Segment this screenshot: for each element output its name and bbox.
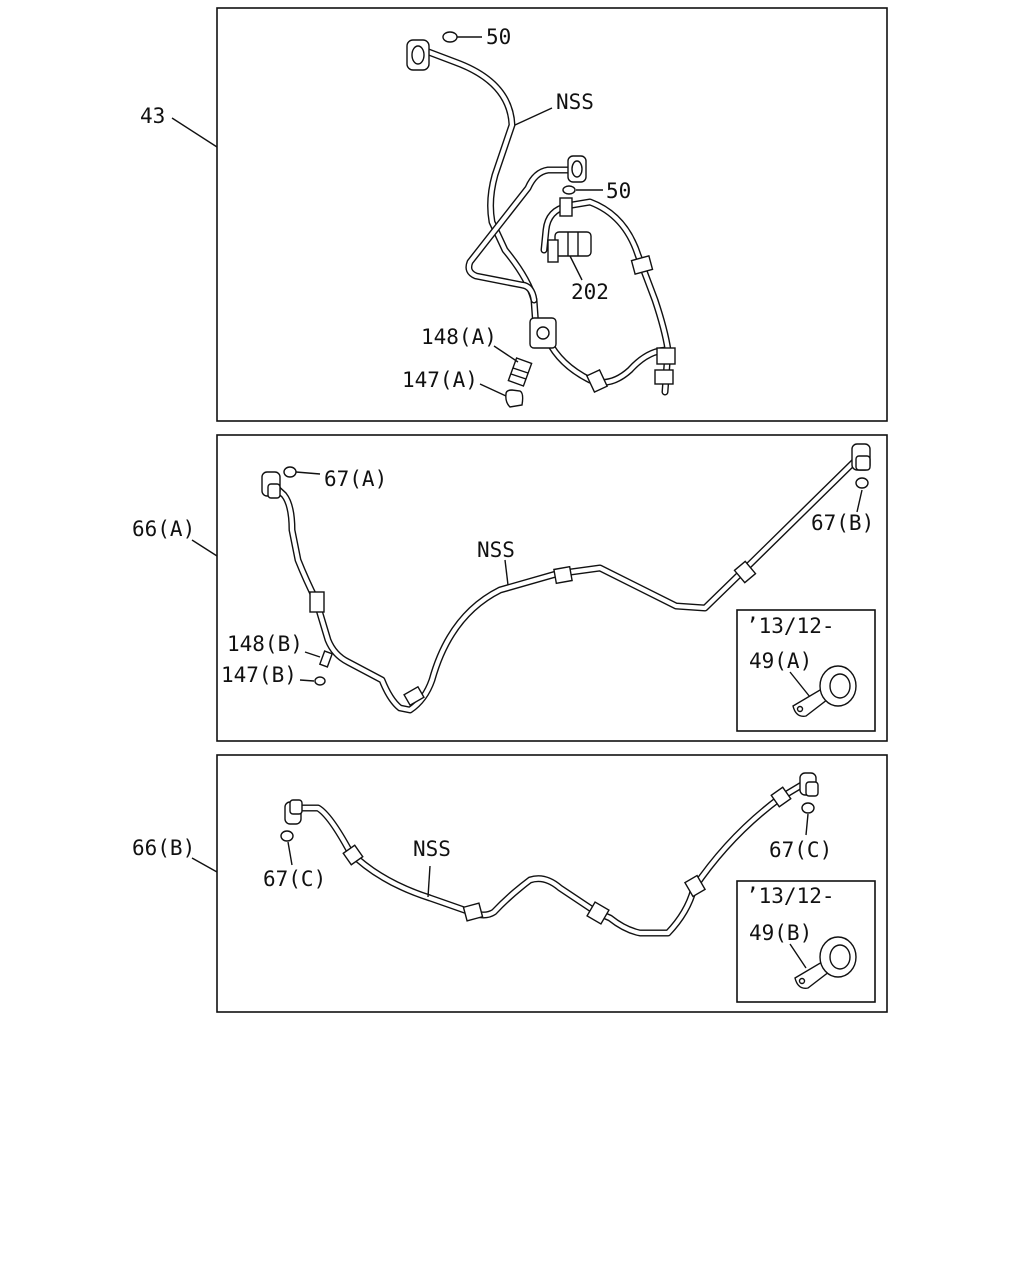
pressure-switch xyxy=(547,231,592,263)
fitting-66a-left xyxy=(261,471,281,499)
o-ring-67c-right xyxy=(801,802,815,814)
fitting-66b-right xyxy=(799,772,819,797)
clamp-49b xyxy=(794,936,857,989)
inset-66b: ’13/12- 49(B) xyxy=(736,880,876,1003)
fitting-66a-right xyxy=(851,443,871,471)
panel-66a: 66(A) 67(A) 67(B) NSS 1 xyxy=(132,434,888,742)
label-cap-b: 147(B) xyxy=(221,663,297,687)
inset-66b-part-label: 49(B) xyxy=(749,921,812,945)
o-ring-67b xyxy=(855,477,869,489)
label-cap-a: 147(A) xyxy=(402,368,478,392)
panel-43-frame xyxy=(216,7,888,422)
mid-fitting xyxy=(567,155,587,183)
panel-66a-frame xyxy=(216,434,888,742)
panel-43-ref-leader xyxy=(171,117,218,148)
service-valve-a xyxy=(507,357,533,387)
clamp-49a xyxy=(792,665,857,717)
inset-66a: ’13/12- 49(A) xyxy=(736,609,876,732)
o-ring-mid xyxy=(562,185,576,195)
panel-66b: 66(B) 67(C) 67(C) NSS xyxy=(132,754,888,1013)
label-o-ring-67a: 67(A) xyxy=(324,467,387,491)
label-valve-b: 148(B) xyxy=(227,632,303,656)
label-o-ring-mid: 50 xyxy=(606,179,631,203)
inset-66a-part-label: 49(A) xyxy=(749,649,812,673)
label-nss-66a: NSS xyxy=(477,538,515,562)
top-fitting xyxy=(406,39,430,71)
panel-66b-ref-label: 66(B) xyxy=(132,836,195,860)
panel-66b-frame xyxy=(216,754,888,1013)
fitting-66b-left xyxy=(284,799,303,825)
label-switch: 202 xyxy=(571,280,609,304)
o-ring-67a xyxy=(283,466,297,478)
panel-66a-ref-label: 66(A) xyxy=(132,517,195,541)
label-nss-43: NSS xyxy=(556,90,594,114)
inset-66a-date: ’13/12- xyxy=(746,614,835,638)
service-valve-b xyxy=(318,650,334,668)
cap-b xyxy=(314,676,326,686)
label-o-ring-top: 50 xyxy=(486,25,511,49)
label-nss-66b: NSS xyxy=(413,837,451,861)
label-o-ring-67c-left: 67(C) xyxy=(263,867,326,891)
block-fitting xyxy=(529,317,557,349)
pipe-66b xyxy=(294,779,809,937)
o-ring-top xyxy=(442,31,458,43)
panel-43: 43 xyxy=(140,7,888,422)
o-ring-67c-left xyxy=(280,830,294,842)
panel-43-ref-label: 43 xyxy=(140,104,165,128)
label-valve-a: 148(A) xyxy=(421,325,497,349)
hose-bands xyxy=(559,197,676,394)
label-o-ring-67c-right: 67(C) xyxy=(769,838,832,862)
cap-a xyxy=(505,389,524,408)
label-o-ring-67b: 67(B) xyxy=(811,511,874,535)
inset-66b-date: ’13/12- xyxy=(746,884,835,908)
